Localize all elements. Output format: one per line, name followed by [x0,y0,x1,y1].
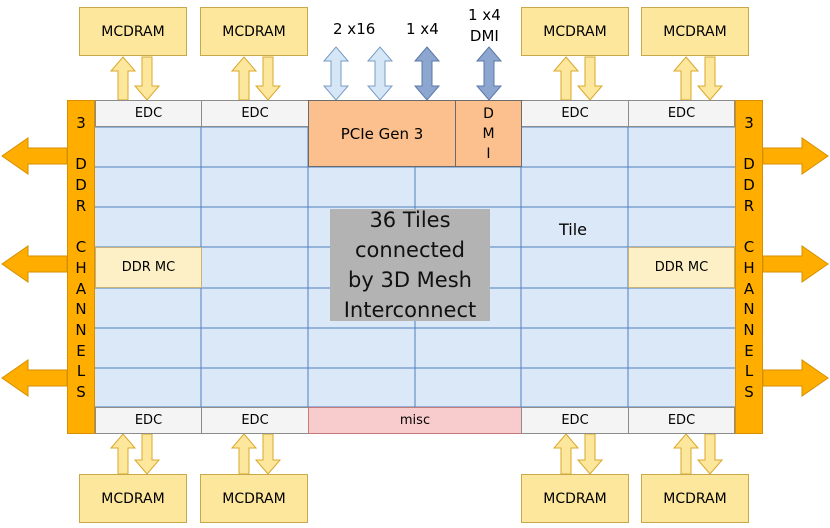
dmi-letter-i: I [486,145,491,162]
mcdram-down-arrow [133,433,161,475]
ddr-channels-letter: N [75,300,87,319]
mcdram-down-arrow [696,56,724,101]
ddr-channels-letter: D [75,155,87,174]
ddr-channels-letter: A [75,279,87,298]
dmi-link-label-name: DMI [469,27,499,45]
mesh-description-line-4: Interconnect [343,298,477,322]
ddr-channel-arrow-left [1,245,68,283]
edc-top-4: EDC [628,100,735,127]
misc-block: misc [308,407,522,434]
mcdram-bottom-3: MCDRAM [521,474,629,523]
mcdram-up-arrow [672,433,700,475]
mcdram-up-arrow [230,56,258,101]
ddr-channels-letter: S [76,383,86,402]
edc-top-2: EDC [201,100,309,127]
mcdram-top-2: MCDRAM [200,7,308,56]
pcie-link-label-2x16: 2 x16 [333,20,376,38]
ddr-channels-letter: L [76,362,86,381]
mcdram-up-arrow [672,56,700,101]
ddr-channels-letter: A [743,279,755,298]
pcie-x16-arrow [322,46,350,101]
ddr-channels-letter: R [75,196,87,215]
mcdram-down-arrow [696,433,724,475]
mcdram-bottom-4: MCDRAM [641,474,749,523]
mcdram-up-arrow [552,433,580,475]
ddr-channel-arrow-right [762,359,829,397]
pcie-gen3-block: PCIe Gen 3 [308,100,456,167]
pcie-x16-arrow [366,46,394,101]
mcdram-down-arrow [576,56,604,101]
dmi-x4-arrow [475,46,503,101]
dmi-block: D M I [455,100,522,167]
mcdram-down-arrow [254,433,282,475]
ddr-channels-letter: H [743,258,755,277]
ddr-channels-letter: N [743,300,755,319]
mesh-description: 36 Tiles connected by 3D Mesh Interconne… [330,208,490,322]
ddr-channels-letter: L [744,362,754,381]
ddr-channels-letter: N [743,321,755,340]
mcdram-bottom-1: MCDRAM [79,474,187,523]
ddr-channels-letter: D [743,155,755,174]
ddr-mc-left: DDR MC [95,247,202,288]
pcie-x4-arrow [413,46,441,101]
dmi-letter-d: D [483,105,494,122]
mcdram-top-4: MCDRAM [641,7,749,56]
edc-bottom-3: EDC [521,407,629,434]
dmi-link-label: 1 x4 DMI [468,5,501,47]
mesh-description-line-3: by 3D Mesh [348,268,472,292]
tile-label: Tile [559,220,588,239]
mcdram-up-arrow [109,56,137,101]
ddr-channels-letter [79,217,84,238]
mesh-description-line-2: connected [355,238,465,262]
dmi-letter-m: M [482,125,495,142]
mcdram-down-arrow [576,433,604,475]
ddr-channel-arrow-right [762,137,829,175]
ddr-channels-letter: R [743,196,755,215]
ddr-mc-right: DDR MC [628,247,735,288]
ddr-channels-letter: D [743,176,755,195]
edc-bottom-1: EDC [95,407,202,434]
ddr-channels-letter: E [76,341,86,360]
mcdram-top-1: MCDRAM [79,7,187,56]
mcdram-top-3: MCDRAM [521,7,629,56]
edc-top-1: EDC [95,100,202,127]
edc-top-3: EDC [521,100,629,127]
ddr-channel-arrow-left [1,359,68,397]
ddr-channels-letter: C [743,238,755,257]
mcdram-up-arrow [109,433,137,475]
pcie-link-label-1x4: 1 x4 [406,20,439,38]
ddr-channels-letter: D [75,176,87,195]
ddr-channel-arrow-right [762,245,829,283]
mcdram-down-arrow [133,56,161,101]
edc-bottom-2: EDC [201,407,309,434]
ddr-channels-letter: N [75,321,87,340]
ddr-channels-letter: E [744,341,754,360]
ddr-channels-letter: H [75,258,87,277]
ddr-channels-letter [747,217,752,238]
edc-bottom-4: EDC [628,407,735,434]
ddr-channels-letter: 3 [744,114,754,132]
mesh-description-line-1: 36 Tiles [369,208,451,232]
ddr-channels-letter: S [744,383,754,402]
mcdram-up-arrow [552,56,580,101]
dmi-link-label-width: 1 x4 [468,6,501,24]
link-arrows [1,46,829,475]
ddr-channel-arrow-left [1,137,68,175]
ddr-channels-letter [747,134,752,155]
ddr-channels-letter [79,134,84,155]
ddr-channels-letter: C [75,238,87,257]
ddr-channels-letter: 3 [76,114,86,132]
mcdram-up-arrow [230,433,258,475]
mcdram-bottom-2: MCDRAM [200,474,308,523]
mcdram-down-arrow [254,56,282,101]
